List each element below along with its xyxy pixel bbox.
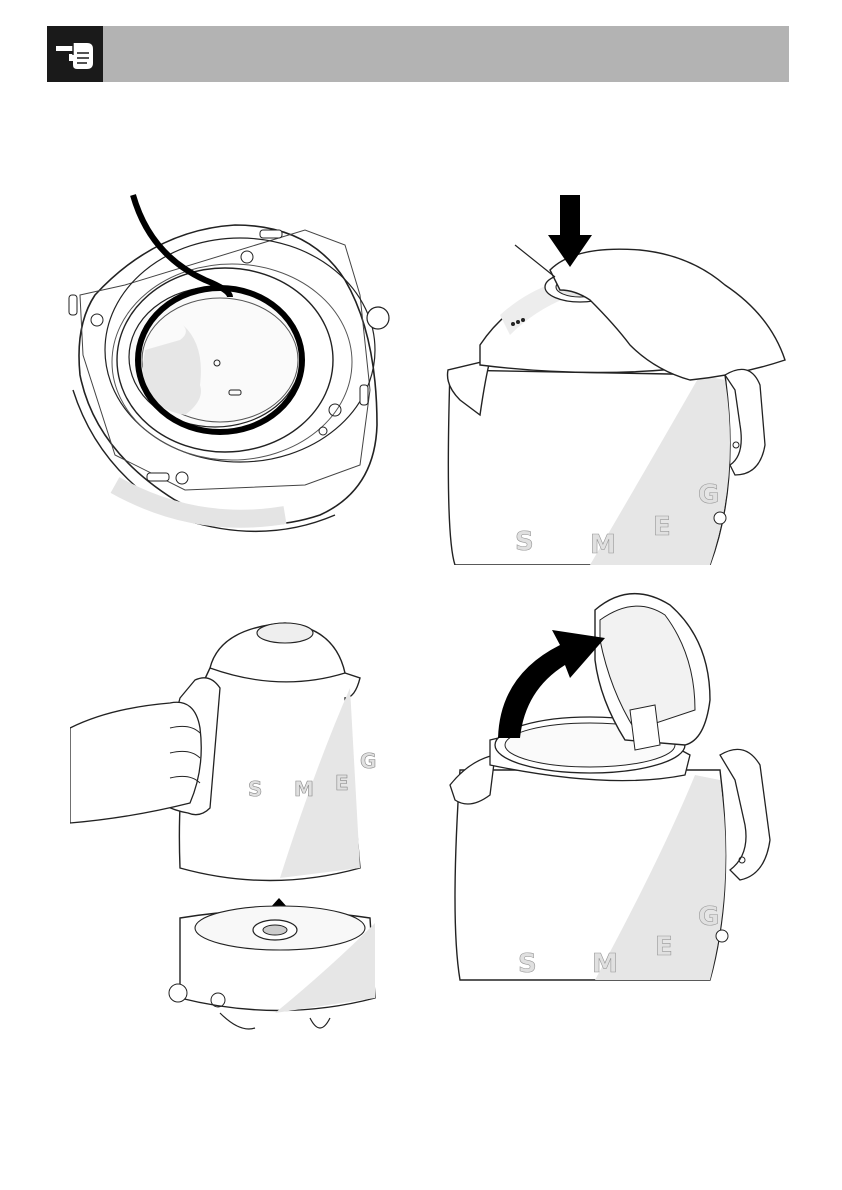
section-header-bar bbox=[47, 26, 789, 82]
logo-letter-e: E bbox=[653, 512, 671, 542]
pointing-hand-icon bbox=[47, 26, 103, 82]
logo-letter-m: M bbox=[590, 530, 616, 560]
logo-letter-m: M bbox=[294, 777, 314, 801]
curved-open-arrow-illustration: S M E G bbox=[440, 580, 800, 985]
logo-letter-s: S bbox=[248, 777, 262, 801]
press-down-arrow-illustration: S M E G bbox=[440, 185, 800, 565]
logo-letter-e: E bbox=[335, 771, 349, 795]
logo-letter-s: S bbox=[515, 527, 534, 557]
cord-winding-illustration bbox=[55, 185, 400, 545]
logo-letter-g: G bbox=[698, 902, 719, 932]
logo-letter-m: M bbox=[592, 949, 618, 979]
lift-up-arrow-illustration: S M E G bbox=[70, 618, 390, 1043]
logo-letter-g: G bbox=[698, 480, 719, 510]
logo-letter-e: E bbox=[655, 932, 673, 962]
logo-letter-s: S bbox=[518, 949, 537, 979]
logo-letter-g: G bbox=[360, 749, 376, 773]
